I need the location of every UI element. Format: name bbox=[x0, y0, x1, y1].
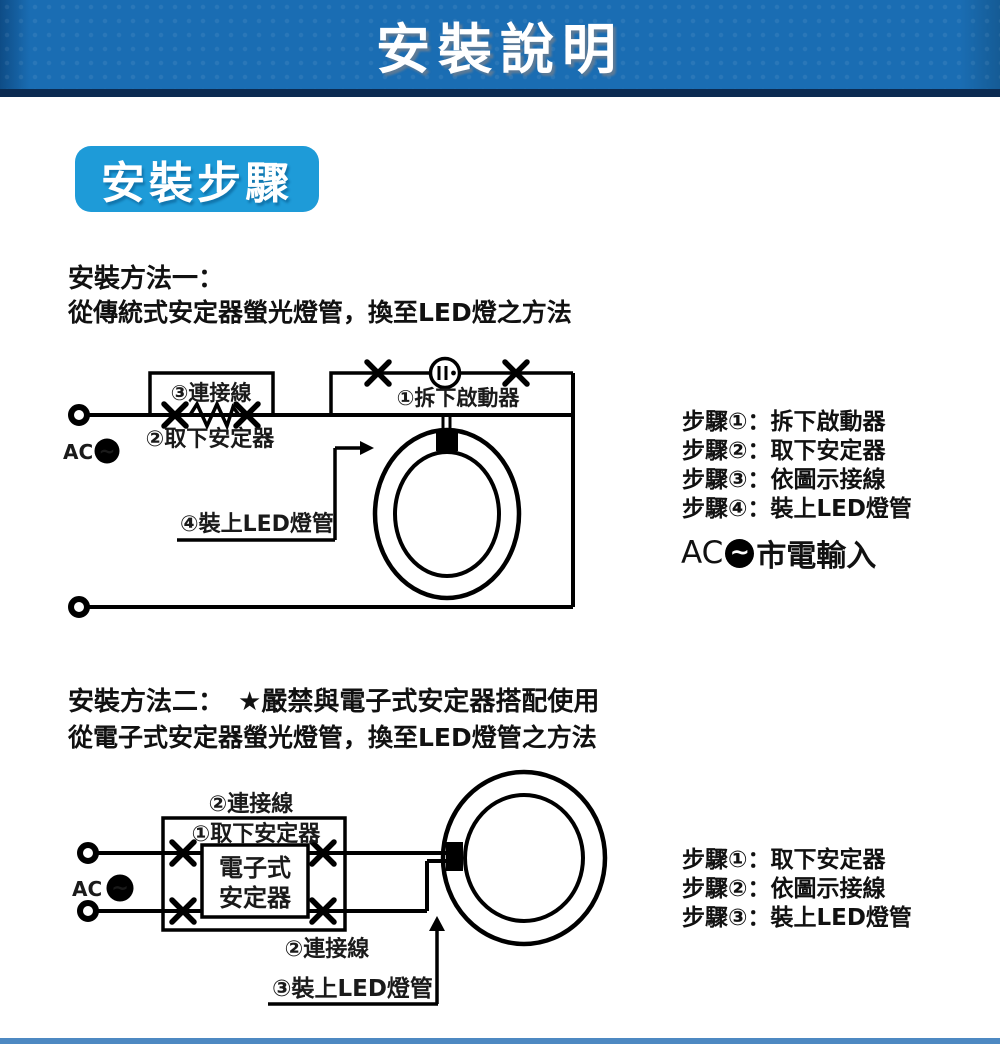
connect-wire-label: ③連接線 bbox=[171, 381, 252, 405]
method1-heading: 安裝方法一： 從傳統式安定器螢光燈管，換至LED燈之方法 bbox=[68, 264, 572, 328]
connect-wire-loop bbox=[161, 816, 347, 932]
x-mark-icon bbox=[169, 897, 197, 925]
ballast-label-line1: 電子式 bbox=[219, 854, 291, 882]
step-item: 步驟②：依圖示接線 bbox=[682, 876, 886, 902]
install-steps-badge-label: 安裝步驟 bbox=[101, 158, 293, 209]
method1-subtitle: 從傳統式安定器螢光燈管，換至LED燈之方法 bbox=[68, 298, 572, 327]
step-item: 步驟①：拆下啟動器 bbox=[682, 409, 886, 435]
method2-title-line: 安裝方法二： ★嚴禁與電子式安定器搭配使用 bbox=[68, 687, 599, 720]
ac-wave-icon bbox=[94, 438, 120, 464]
starter-loop bbox=[329, 371, 573, 415]
ac-source: AC ~ bbox=[63, 438, 120, 464]
lamp-connector-block bbox=[436, 432, 458, 451]
header-bar: 安裝說明 bbox=[0, 0, 1000, 97]
x-mark-icons bbox=[169, 839, 337, 925]
remove-ballast-label: ②取下安定器 bbox=[146, 426, 276, 452]
x-mark-icon bbox=[309, 897, 337, 925]
ac-label: AC bbox=[63, 440, 93, 464]
page-title: 安裝說明 bbox=[376, 18, 624, 81]
terminal-icon bbox=[68, 596, 90, 618]
electronic-ballast-box: 電子式 安定器 bbox=[200, 843, 310, 919]
connect-wire-bottom-label: ②連接線 bbox=[285, 936, 370, 962]
lamp-connector-block bbox=[446, 842, 463, 871]
footer-bar bbox=[0, 1038, 1000, 1044]
x-mark-icon bbox=[233, 401, 261, 429]
terminal-icons bbox=[77, 842, 99, 922]
install-led-arrow-icon bbox=[177, 441, 374, 542]
ballast-resistor-icon bbox=[188, 399, 241, 431]
method2-warning: ★嚴禁與電子式安定器搭配使用 bbox=[238, 687, 600, 717]
terminal-icon bbox=[77, 842, 99, 864]
install-led-label: ③裝上LED燈管 bbox=[272, 975, 433, 1002]
wiring-diagram-method2: 電子式 安定器 AC ~ ②連接線 ①取下安定器 ②連接線 bbox=[72, 769, 608, 1006]
install-led-arrow-icon bbox=[268, 916, 445, 1006]
x-mark-icon bbox=[364, 359, 392, 387]
remove-starter-label: ①拆下啟動器 bbox=[397, 386, 521, 410]
step-item: 步驟③：依圖示接線 bbox=[682, 467, 886, 493]
step-item: 步驟①：取下安定器 bbox=[682, 847, 886, 873]
step-item: 步驟②：取下安定器 bbox=[682, 438, 886, 464]
terminal-icon bbox=[68, 404, 90, 426]
method2-steps: 步驟①：取下安定器 步驟②：依圖示接線 步驟③：裝上LED燈管 bbox=[682, 846, 912, 933]
method2-subtitle: 從電子式安定器螢光燈管，換至LED燈管之方法 bbox=[68, 723, 597, 752]
ac-wave-glyph: ~ bbox=[99, 439, 116, 463]
method1-steps: 步驟①：拆下啟動器 步驟②：取下安定器 步驟③：依圖示接線 步驟④：裝上LED燈… bbox=[682, 408, 912, 524]
terminal-icons bbox=[68, 404, 90, 618]
ac-legend-text: 市電輸入 bbox=[756, 539, 877, 574]
x-mark-icons bbox=[161, 359, 530, 429]
connect-wire-loop bbox=[148, 371, 275, 415]
x-mark-icon bbox=[169, 839, 197, 867]
x-mark-icon bbox=[309, 839, 337, 867]
method2-title: 安裝方法二： bbox=[68, 687, 225, 717]
install-led-label: ④裝上LED燈管 bbox=[180, 511, 334, 537]
connect-wire-top-label: ②連接線 bbox=[209, 791, 294, 817]
x-mark-icon bbox=[502, 359, 530, 387]
step-item: 步驟③：裝上LED燈管 bbox=[682, 905, 912, 931]
ac-wave-glyph: ~ bbox=[111, 876, 129, 900]
ac-wave-glyph: ~ bbox=[729, 538, 750, 566]
wiring-diagram-method1: AC ~ ③連接線 ②取下安定器 ①拆下啟動器 ④裝上LED燈管 bbox=[63, 356, 575, 618]
ac-wave-icon: ~ bbox=[725, 538, 755, 568]
method2-heading: 安裝方法二： ★嚴禁與電子式安定器搭配使用 從電子式安定器螢光燈管，換至LED燈管… bbox=[68, 687, 599, 753]
ballast-label-line2: 安定器 bbox=[219, 884, 292, 912]
ring-lamp bbox=[440, 769, 608, 947]
ac-label: AC bbox=[72, 877, 102, 901]
terminal-icon bbox=[77, 900, 99, 922]
ac-source: AC ~ bbox=[72, 874, 134, 902]
starter-icon bbox=[428, 356, 462, 390]
ac-legend-label: AC bbox=[681, 535, 724, 571]
ac-wave-icon bbox=[106, 874, 134, 902]
install-steps-badge: 安裝步驟 bbox=[75, 146, 319, 212]
ring-lamp bbox=[372, 415, 522, 601]
x-mark-icon bbox=[161, 401, 189, 429]
method1-title: 安裝方法一： bbox=[68, 264, 225, 294]
step-item: 步驟④：裝上LED燈管 bbox=[682, 496, 912, 522]
remove-ballast-label: ①取下安定器 bbox=[192, 821, 322, 847]
ac-legend: AC ~ 市電輸入 bbox=[681, 531, 876, 575]
